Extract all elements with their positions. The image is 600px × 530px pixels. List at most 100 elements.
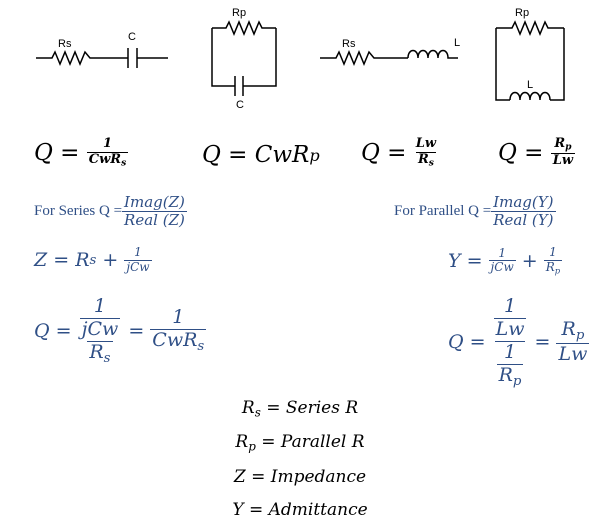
rhs-text: CwR xyxy=(254,142,310,168)
definition-meaning: Parallel R xyxy=(280,432,365,452)
fraction-denominator: CwRs xyxy=(150,329,207,355)
fraction-numerator: Rp xyxy=(560,317,587,343)
subscript: p xyxy=(512,373,522,389)
parallel-rc-frame xyxy=(211,28,277,87)
parallel-definition-fraction: Imag(Y) Real (Y) xyxy=(491,193,556,230)
subscript: p xyxy=(309,145,320,165)
parallel-rl-inductor xyxy=(509,91,551,101)
parallel-rl-frame xyxy=(495,28,565,101)
parallel-admittance-fraction-2: 1 Rp xyxy=(543,245,563,276)
subscript: s xyxy=(428,157,434,169)
definition-y: Y = Admittance xyxy=(232,500,368,520)
parallel-q-derivation: Q = 1 Lw 1 Rp = Rp Lw xyxy=(448,295,590,389)
q-symbol: Q xyxy=(202,142,221,168)
series-q-derivation: Q = 1 jCw Rs = 1 CwRs xyxy=(34,295,207,366)
fraction-denominator: Rs xyxy=(415,151,436,169)
inner-denominator: Rp xyxy=(496,363,524,389)
inner-denominator: Lw xyxy=(493,317,527,340)
fraction-numerator: 1 xyxy=(134,245,142,259)
definition-subscript: s xyxy=(254,405,261,420)
numerator-text: R xyxy=(561,317,576,340)
parallel-admittance-equation: Y = 1 jCw + 1 Rp xyxy=(448,245,563,276)
parallel-rc-resistor xyxy=(212,20,276,36)
fraction-denominator: Rp xyxy=(543,259,563,276)
parallel-rc-c-label: C xyxy=(236,99,244,111)
parallel-rl-r-label: Rp xyxy=(515,7,529,19)
fraction-numerator: Imag(Z) xyxy=(124,193,185,211)
q-symbol: Q xyxy=(34,140,53,167)
fraction-numerator: Imag(Y) xyxy=(493,193,554,211)
fraction-numerator: 1 xyxy=(498,245,506,260)
definition-symbol: Z xyxy=(233,467,246,487)
numerator-text: R xyxy=(554,136,566,151)
inner-bottom-fraction: 1 Rp xyxy=(496,340,524,389)
parallel-q-definition: For Parallel Q = Imag(Y) Real (Y) xyxy=(394,193,556,230)
q-symbol: Q xyxy=(448,331,464,354)
inner-fraction: 1 jCw xyxy=(79,295,121,341)
inner-denominator: jCw xyxy=(79,317,121,340)
subscript: p xyxy=(575,327,585,343)
fraction-denominator: Real (Z) xyxy=(122,211,187,230)
fraction-denominator: CwRs xyxy=(86,151,129,169)
inner-numerator: 1 xyxy=(93,295,106,317)
y-symbol: Y xyxy=(448,249,461,272)
parallel-q-result-fraction: Rp Lw xyxy=(556,317,590,366)
definition-meaning: Series R xyxy=(285,398,359,418)
series-q-compound-fraction: 1 jCw Rs xyxy=(78,295,123,366)
q-symbol: Q xyxy=(361,140,380,167)
definition-symbol: R xyxy=(235,432,249,452)
series-rc-resistor xyxy=(36,50,128,66)
parallel-rl-l-label: L xyxy=(527,79,533,91)
fraction-denominator: Lw xyxy=(556,343,590,366)
series-rl-r-label: Rs xyxy=(342,38,356,50)
q-series-rc-fraction: 1 CwRs xyxy=(86,136,129,169)
series-impedance-fraction: 1 jCw xyxy=(124,245,152,275)
z-symbol: Z xyxy=(34,249,48,272)
definition-z: Z = Impedance xyxy=(233,467,367,487)
denominator-text: CwR xyxy=(152,329,198,352)
denominator-text: R xyxy=(89,340,104,363)
q-symbol: Q xyxy=(34,319,50,342)
denominator-text: R xyxy=(498,363,513,386)
compound-numerator: 1 jCw xyxy=(78,295,123,341)
q-symbol: Q xyxy=(498,140,517,167)
series-definition-label: For Series Q xyxy=(34,203,110,220)
fraction-numerator: Lw xyxy=(415,136,437,151)
subscript: s xyxy=(121,157,127,169)
fraction-denominator: jCw xyxy=(124,259,152,274)
fraction-numerator: Rp xyxy=(552,136,573,153)
fraction-denominator: Lw xyxy=(550,153,576,169)
fraction-numerator: 1 xyxy=(172,306,185,329)
q-series-rl-fraction: Lw Rs xyxy=(414,136,438,169)
definition-meaning: Admittance xyxy=(268,500,368,520)
series-rl-inductor xyxy=(407,49,458,59)
parallel-definition-label: For Parallel Q xyxy=(394,203,479,220)
subscript: s xyxy=(197,339,205,355)
definition-rp: Rp = Parallel R xyxy=(235,432,365,454)
compound-denominator: 1 Rp xyxy=(494,340,526,389)
subscript: p xyxy=(565,141,572,153)
fraction-numerator: 1 xyxy=(549,245,557,259)
parallel-admittance-fraction-1: 1 jCw xyxy=(488,245,516,276)
inner-numerator: 1 xyxy=(503,295,517,317)
series-rl-resistor xyxy=(320,50,408,66)
definition-meaning: Impedance xyxy=(270,467,367,487)
parallel-rc-r-label: Rp xyxy=(232,7,246,19)
definition-symbol: R xyxy=(241,398,255,418)
subscript: s xyxy=(89,252,97,268)
series-q-result-fraction: 1 CwRs xyxy=(150,306,207,355)
denominator-text: R xyxy=(417,151,429,167)
inner-numerator: 1 xyxy=(503,340,517,363)
subscript: s xyxy=(103,350,111,366)
series-rl-l-label: L xyxy=(454,37,460,49)
denominator-text: R xyxy=(545,259,555,274)
parallel-rl-resistor xyxy=(496,20,564,36)
definition-subscript: p xyxy=(248,439,256,454)
series-definition-fraction: Imag(Z) Real (Z) xyxy=(122,193,187,230)
r-symbol: R xyxy=(75,249,90,272)
q-series-rl-equation: Q = Lw Rs xyxy=(361,136,438,169)
denominator-text: CwR xyxy=(88,151,122,167)
q-parallel-rl-equation: Q = Rp Lw xyxy=(498,136,576,169)
